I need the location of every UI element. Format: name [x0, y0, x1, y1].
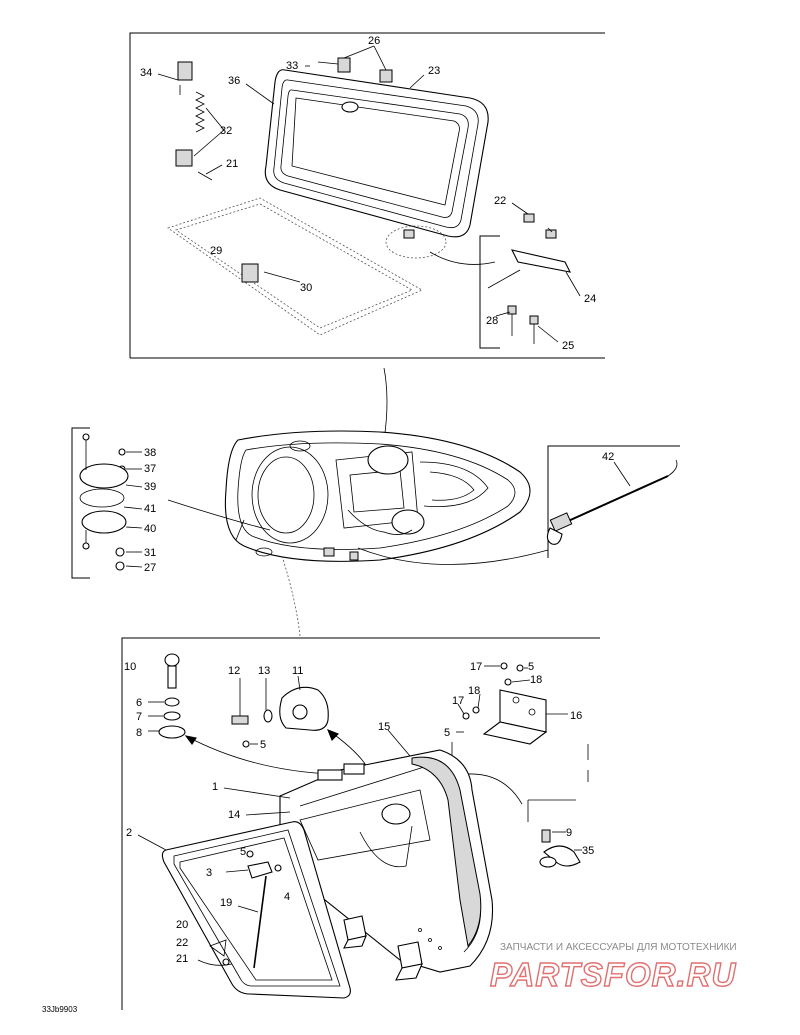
label-32: 32 — [220, 125, 232, 137]
label-40: 40 — [144, 523, 156, 535]
storage-lid — [264, 69, 489, 239]
label-5-b: 5 — [528, 661, 534, 673]
label-5-a: 5 — [260, 739, 266, 751]
leader-14 — [245, 811, 291, 816]
label-12: 12 — [228, 665, 240, 677]
label-42: 42 — [602, 451, 614, 463]
hinge-bracket-group — [479, 213, 571, 349]
label-15: 15 — [378, 721, 390, 733]
hinge-detail-callout — [385, 225, 447, 259]
label-27: 27 — [144, 562, 156, 574]
label-21: 21 — [176, 953, 188, 965]
label-18-a: 18 — [530, 674, 542, 686]
storage-opening-outline — [167, 197, 423, 336]
label-17-b: 17 — [452, 695, 464, 707]
latch-plate-group — [71, 427, 143, 579]
lock-assembly-11 — [231, 675, 329, 748]
hull-deck — [224, 430, 531, 562]
mid-leader-lines — [167, 499, 549, 637]
label-22-top: 22 — [494, 195, 506, 207]
label-29: 29 — [210, 245, 222, 257]
label-16: 16 — [570, 710, 582, 722]
top-panel-frame — [129, 32, 605, 359]
glove-box-bin — [279, 749, 494, 973]
label-1: 1 — [212, 781, 218, 793]
watermark: ЗАПЧАСТИ И АКСЕССУАРЫ ДЛЯ МОТОТЕХНИКИ PA… — [489, 942, 737, 994]
label-26: 26 — [368, 35, 380, 47]
latch-spring-assembly — [175, 61, 213, 181]
label-31: 31 — [144, 547, 156, 559]
label-22: 22 — [176, 937, 188, 949]
bottom-panel-frame — [121, 637, 600, 1010]
knob-29 — [241, 263, 301, 283]
label-5-d: 5 — [240, 846, 246, 858]
label-38: 38 — [144, 447, 156, 459]
label-20: 20 — [176, 919, 188, 931]
label-9: 9 — [566, 827, 572, 839]
label-25: 25 — [562, 340, 574, 352]
label-34: 34 — [140, 67, 152, 79]
label-18-b: 18 — [468, 685, 480, 697]
label-30: 30 — [300, 282, 312, 294]
label-24: 24 — [584, 293, 596, 305]
label-13: 13 — [258, 665, 270, 677]
watermark-caption: ЗАПЧАСТИ И АКСЕССУАРЫ ДЛЯ МОТОТЕХНИКИ — [500, 942, 737, 953]
cable-clamp-35 — [539, 829, 582, 868]
label-21-top: 21 — [226, 158, 238, 170]
leader-15 — [387, 729, 411, 757]
drawing-code: 33Jb9903 — [42, 1005, 78, 1014]
label-41: 41 — [144, 503, 156, 515]
rubber-bumper-stack — [148, 653, 186, 739]
leader-2 — [137, 834, 167, 851]
lid-location-leader — [383, 367, 388, 441]
label-11: 11 — [292, 665, 303, 677]
label-17-a: 17 — [470, 661, 482, 673]
hinge-callout-leader — [429, 251, 496, 265]
label-35: 35 — [582, 845, 594, 857]
label-5-c: 5 — [444, 727, 450, 739]
label-36: 36 — [228, 75, 240, 87]
label-7: 7 — [136, 711, 142, 723]
hinge-bracket-16 — [456, 662, 568, 745]
leader-lines-top — [157, 45, 581, 343]
label-8: 8 — [136, 727, 142, 739]
label-14: 14 — [228, 809, 240, 821]
watermark-logo: PARTSFOR.RU — [490, 956, 736, 993]
rubber-stops — [305, 57, 393, 83]
label-28: 28 — [486, 315, 498, 327]
label-19: 19 — [220, 897, 232, 909]
label-4: 4 — [284, 891, 290, 903]
label-23: 23 — [428, 65, 440, 77]
label-6: 6 — [136, 697, 142, 709]
release-cable-42 — [546, 445, 680, 558]
label-2: 2 — [126, 827, 132, 839]
latch-rod-19 — [197, 850, 282, 969]
hinge-brackets-lower — [343, 915, 423, 981]
label-33: 33 — [286, 60, 298, 72]
leader-1 — [223, 787, 291, 799]
label-39: 39 — [144, 481, 156, 493]
label-3: 3 — [206, 867, 212, 879]
door-frame-2 — [161, 821, 351, 999]
label-10: 10 — [124, 661, 136, 673]
label-37: 37 — [144, 463, 156, 475]
